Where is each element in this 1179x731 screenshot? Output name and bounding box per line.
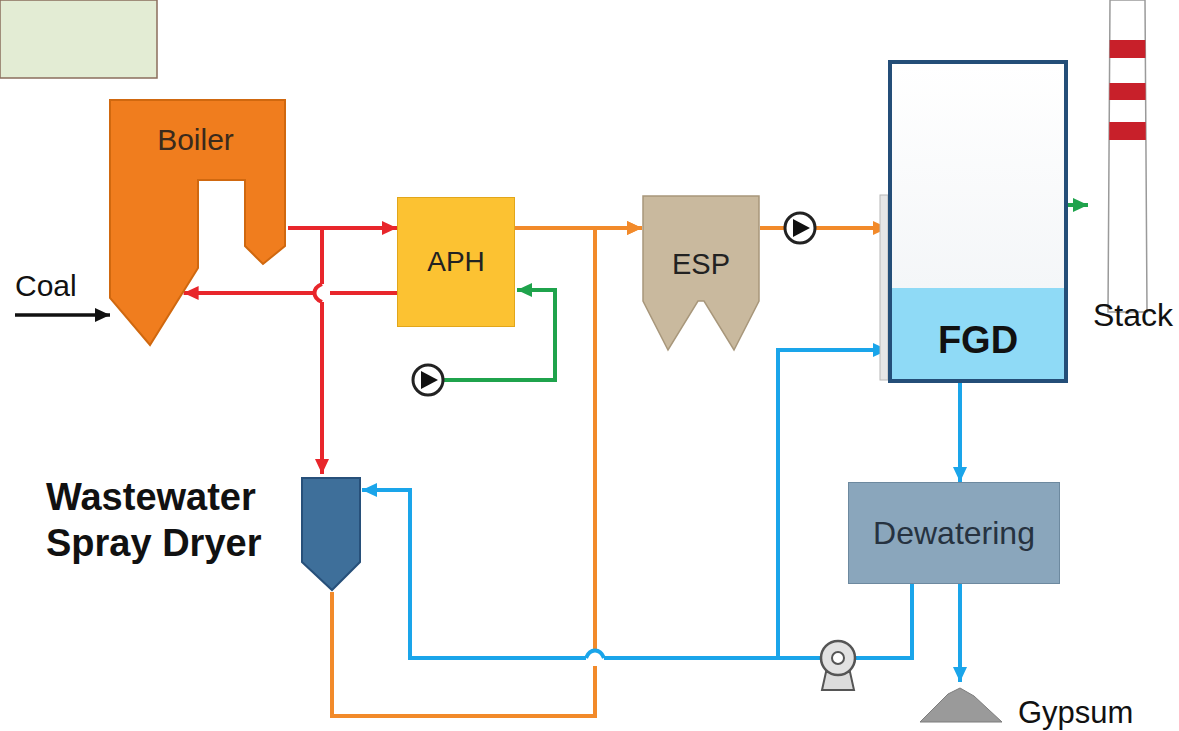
booster-fan xyxy=(785,213,815,243)
boiler: Boiler xyxy=(108,98,288,348)
stack-shape xyxy=(1088,0,1178,336)
node-label: APH xyxy=(398,198,514,326)
coal-feed-arrow xyxy=(15,313,110,317)
flow-line xyxy=(184,291,397,295)
node-label: ESP xyxy=(642,247,760,282)
fuel-label: Coal xyxy=(15,268,77,303)
node-label: Gypsum xyxy=(1018,694,1138,731)
air-fan xyxy=(413,365,443,395)
node-label: Boiler xyxy=(108,122,283,158)
gypsum-pile: Gypsum xyxy=(918,682,1140,728)
stack: Stack xyxy=(1088,0,1178,336)
node-label: Stack xyxy=(1088,296,1178,334)
aph-box: APH xyxy=(397,197,515,327)
flow-line xyxy=(362,490,912,658)
flow-line xyxy=(288,228,322,474)
slurry-pump xyxy=(821,641,855,690)
flow-line xyxy=(958,584,962,682)
corner-panel xyxy=(0,0,157,78)
node-label: Dewatering xyxy=(849,483,1059,583)
fgd-absorber: FGD xyxy=(888,60,1068,383)
node-label: FGD xyxy=(892,317,1064,363)
dewatering-box: Dewatering xyxy=(848,482,1060,584)
flow-line xyxy=(958,383,962,482)
spray-dryer: Wastewater Spray Dryer xyxy=(46,474,362,592)
flow-line xyxy=(760,226,888,230)
flow-line xyxy=(1068,203,1088,207)
node-label: Wastewater Spray Dryer xyxy=(46,474,296,566)
line-hop xyxy=(314,284,604,666)
absorber-inlet xyxy=(880,195,888,380)
esp-precipitator: ESP xyxy=(642,195,760,353)
